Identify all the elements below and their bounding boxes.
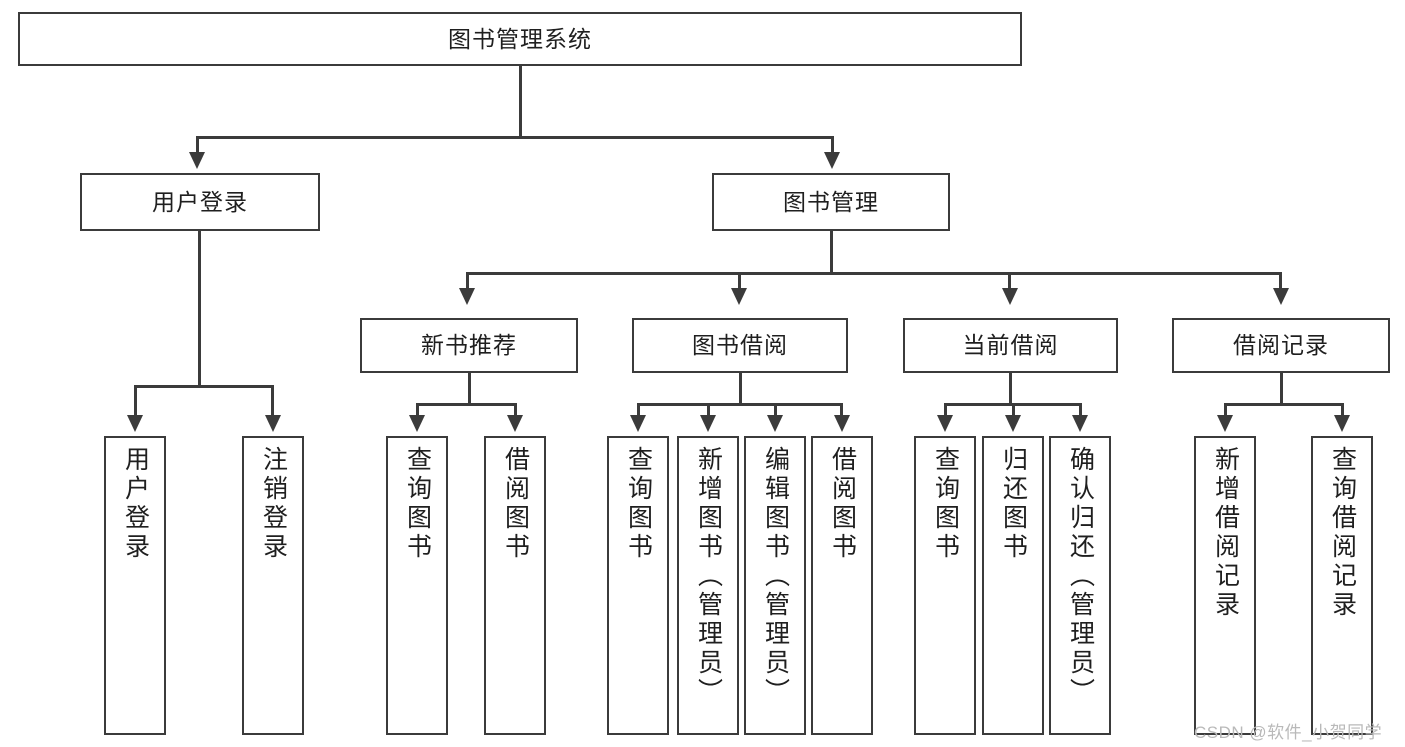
csdn-watermark: CSDN @软件_小贺同学 (1194, 723, 1383, 742)
arrowhead-leaf-add-borrow-record (1217, 415, 1233, 432)
edge-bm-bus-2 (738, 272, 741, 290)
node-leaf-add-book-admin[interactable]: 新增图书（管理员） (677, 436, 739, 735)
edge-bus-to-user-login (196, 136, 199, 154)
node-borrow-records[interactable]: 借阅记录 (1172, 318, 1390, 373)
arrowhead-book-manage (824, 152, 840, 169)
edge-cb-bus-2 (1012, 403, 1015, 417)
edge-root-down (519, 66, 522, 138)
arrowhead-leaf-borrow-book-2 (834, 415, 850, 432)
edge-br-bus-1 (1224, 403, 1227, 417)
arrowhead-leaf-query-book-3 (937, 415, 953, 432)
node-leaf-query-book-1[interactable]: 查询图书 (386, 436, 448, 735)
edge-bm-bus-1 (466, 272, 469, 290)
node-label: 借阅图书 (828, 446, 857, 562)
edge-br-bus-2 (1341, 403, 1344, 417)
node-label: 借阅记录 (1233, 332, 1329, 359)
node-label: 图书管理系统 (448, 25, 592, 52)
node-leaf-query-book-3[interactable]: 查询图书 (914, 436, 976, 735)
node-leaf-borrow-book-2[interactable]: 借阅图书 (811, 436, 873, 735)
edge-bb-bus-3 (774, 403, 777, 417)
node-label: 新增图书（管理员） (694, 446, 723, 707)
edge-br-down (1280, 373, 1283, 405)
node-book-borrow[interactable]: 图书借阅 (632, 318, 848, 373)
node-label: 确认归还（管理员） (1066, 446, 1095, 707)
edge-cb-bus-3 (1079, 403, 1082, 417)
arrowhead-new-book-recommend (459, 288, 475, 305)
arrowhead-leaf-return-book (1005, 415, 1021, 432)
edge-root-bus (196, 136, 834, 139)
node-label: 查询图书 (403, 446, 432, 562)
arrowhead-leaf-query-book-2 (630, 415, 646, 432)
node-label: 当前借阅 (962, 332, 1059, 359)
arrowhead-user-login (189, 152, 205, 169)
edge-bm-bus-4 (1279, 272, 1282, 290)
edge-user-login-down (198, 231, 201, 387)
arrowhead-leaf-query-borrow-record (1334, 415, 1350, 432)
node-new-book-recommend[interactable]: 新书推荐 (360, 318, 578, 373)
node-leaf-edit-book-admin[interactable]: 编辑图书（管理员） (744, 436, 806, 735)
edge-nbr-bus-2 (514, 403, 517, 417)
edge-bb-bus-2 (707, 403, 710, 417)
arrowhead-current-borrow (1002, 288, 1018, 305)
node-leaf-logout-login[interactable]: 注销登录 (242, 436, 304, 735)
node-label: 查询借阅记录 (1328, 446, 1357, 620)
edge-bus-to-book-manage (831, 136, 834, 154)
edge-br-bus (1224, 403, 1343, 406)
node-label: 图书借阅 (692, 332, 788, 359)
node-user-login[interactable]: 用户登录 (80, 173, 320, 231)
node-book-management-system[interactable]: 图书管理系统 (18, 12, 1022, 66)
node-label: 编辑图书（管理员） (761, 446, 790, 707)
arrowhead-leaf-user-login (127, 415, 143, 432)
node-label: 用户登录 (152, 188, 248, 215)
node-leaf-add-borrow-record[interactable]: 新增借阅记录 (1194, 436, 1256, 735)
edge-bb-bus (637, 403, 842, 406)
edge-cb-bus-1 (944, 403, 947, 417)
edge-book-manage-down (830, 231, 833, 274)
edge-nbr-down (468, 373, 471, 405)
node-label: 新书推荐 (421, 332, 517, 359)
node-label: 图书管理 (783, 188, 879, 215)
node-leaf-user-login[interactable]: 用户登录 (104, 436, 166, 735)
edge-bb-bus-4 (840, 403, 843, 417)
node-label: 查询图书 (624, 446, 653, 562)
node-leaf-query-borrow-record[interactable]: 查询借阅记录 (1311, 436, 1373, 735)
edge-nbr-bus-1 (416, 403, 419, 417)
arrowhead-leaf-borrow-book-1 (507, 415, 523, 432)
node-label: 注销登录 (259, 446, 288, 562)
arrowhead-leaf-edit-book-admin (767, 415, 783, 432)
edge-userlogin-bus-left (134, 385, 137, 417)
arrowhead-leaf-confirm-return-admin (1072, 415, 1088, 432)
edge-user-login-bus (134, 385, 273, 388)
arrowhead-leaf-query-book-1 (409, 415, 425, 432)
edge-bb-bus-1 (637, 403, 640, 417)
node-book-management[interactable]: 图书管理 (712, 173, 950, 231)
edge-userlogin-bus-right (271, 385, 274, 417)
node-leaf-query-book-2[interactable]: 查询图书 (607, 436, 669, 735)
arrowhead-leaf-logout-login (265, 415, 281, 432)
edge-nbr-bus (416, 403, 517, 406)
node-current-borrow[interactable]: 当前借阅 (903, 318, 1118, 373)
node-leaf-return-book[interactable]: 归还图书 (982, 436, 1044, 735)
edge-book-manage-bus (466, 272, 1282, 275)
edge-cb-down (1009, 373, 1012, 405)
arrowhead-leaf-add-book-admin (700, 415, 716, 432)
arrowhead-book-borrow (731, 288, 747, 305)
edge-bb-down (739, 373, 742, 405)
edge-bm-bus-3 (1008, 272, 1011, 290)
node-leaf-borrow-book-1[interactable]: 借阅图书 (484, 436, 546, 735)
node-label: 借阅图书 (501, 446, 530, 562)
node-label: 归还图书 (999, 446, 1028, 562)
node-leaf-confirm-return-admin[interactable]: 确认归还（管理员） (1049, 436, 1111, 735)
arrowhead-borrow-records (1273, 288, 1289, 305)
node-label: 用户登录 (121, 446, 150, 562)
node-label: 新增借阅记录 (1211, 446, 1240, 620)
node-label: 查询图书 (931, 446, 960, 562)
